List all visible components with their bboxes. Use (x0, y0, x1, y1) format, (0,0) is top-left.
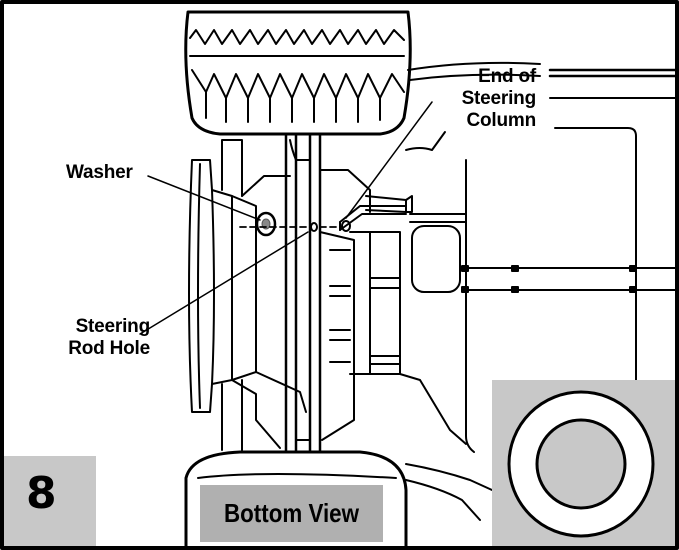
end-of-steering-column-label-line1: End of (478, 66, 536, 87)
leader-lines (139, 101, 433, 335)
chassis-outline (405, 68, 677, 453)
steering-rod-hole-mark (310, 222, 318, 232)
end-of-steering-column-label-line2: Steering (461, 88, 537, 109)
view-label-panel (200, 485, 383, 542)
chassis-lower (405, 463, 493, 521)
axle-spindle (284, 132, 322, 480)
steering-rod-hole-label-line2: Rod Hole (68, 338, 150, 359)
wheel-hub-plate (188, 139, 291, 451)
washer-inset-panel (492, 380, 675, 546)
steering-column (339, 195, 413, 232)
bracket (255, 169, 467, 445)
washer-label-line1: Washer (66, 162, 133, 183)
steering-rod-hole-label: Steering Rod Hole (10, 316, 150, 360)
step-number-panel (4, 456, 96, 546)
washer-inner-hole (535, 418, 627, 510)
end-of-steering-column-label: End of Steering Column (436, 66, 537, 132)
washer-label: Washer (66, 162, 133, 184)
washer-part (255, 211, 277, 237)
step-number: 8 (26, 468, 57, 519)
view-label: Bottom View (223, 498, 359, 528)
end-of-steering-column-label-line3: Column (466, 110, 536, 131)
washer-inset-drawing (507, 390, 655, 538)
top-tire (184, 10, 541, 136)
steering-rod-hole-label-line1: Steering (75, 316, 151, 337)
